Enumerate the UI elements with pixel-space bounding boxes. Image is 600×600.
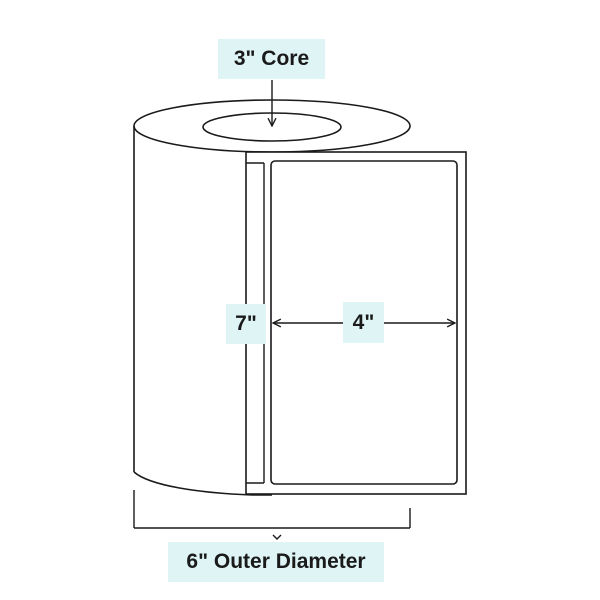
outer-diameter-bracket — [133, 490, 411, 540]
chevron-down-icon — [272, 534, 282, 540]
core-label: 3" Core — [218, 39, 325, 79]
height-label: 7" — [226, 304, 266, 344]
width-label: 4" — [343, 302, 384, 343]
outer-diameter-label: 6" Outer Diameter — [168, 542, 384, 582]
